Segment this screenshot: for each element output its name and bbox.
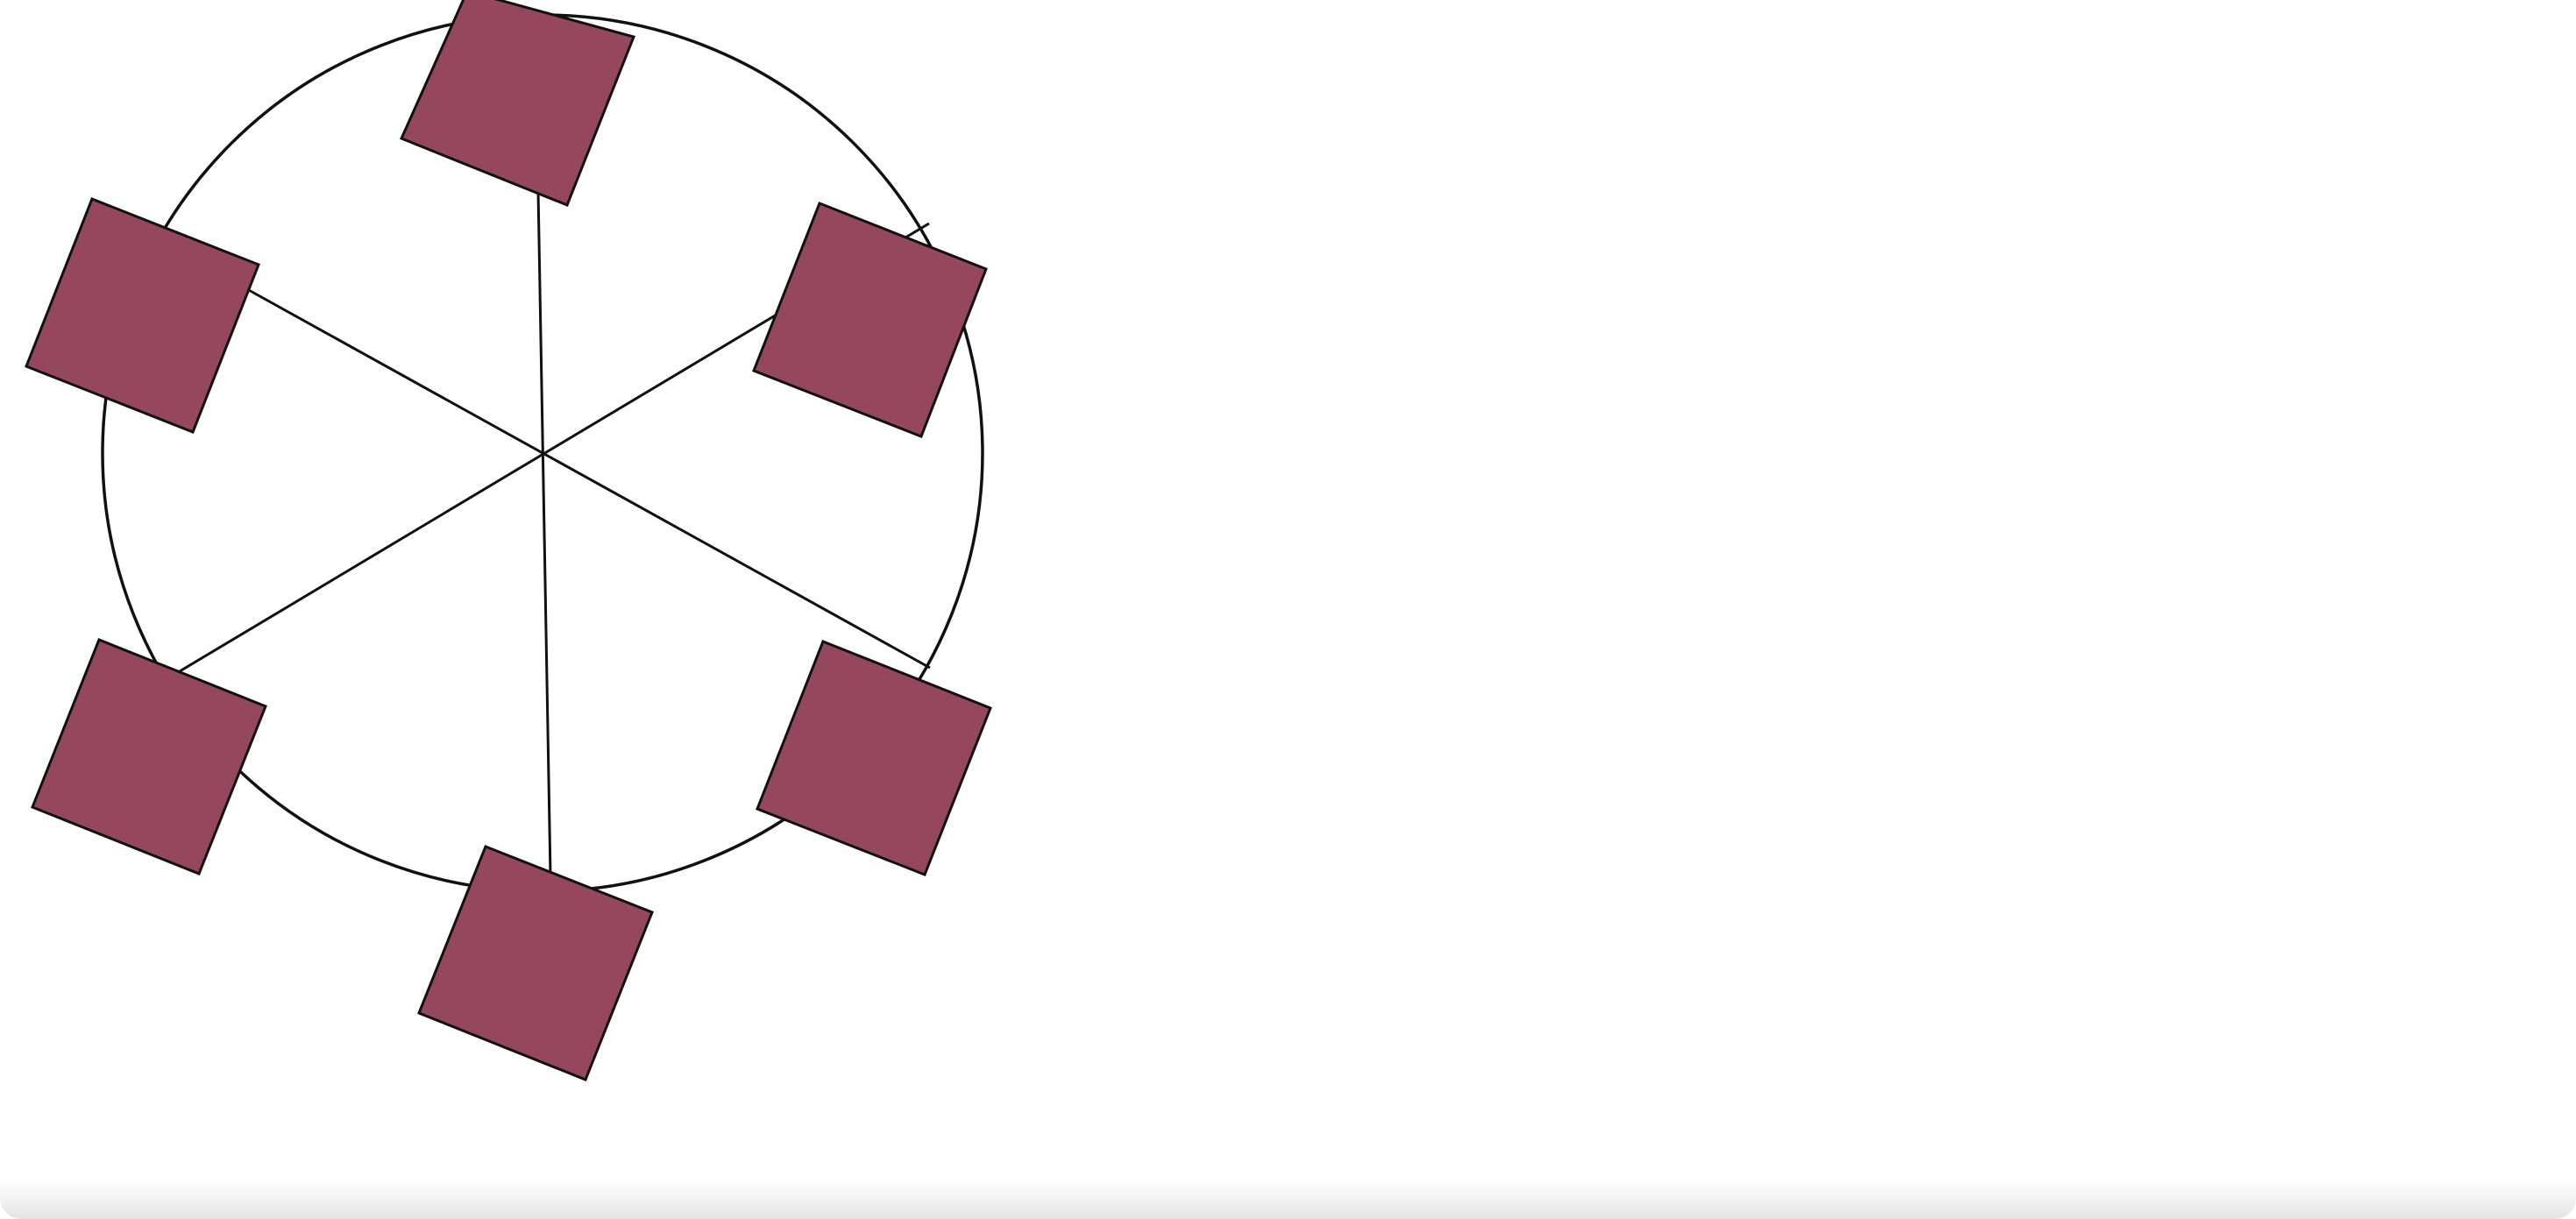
spoke-falling: [246, 287, 931, 670]
gondola-bottom[interactable]: [417, 845, 654, 1081]
gondola-lower-right[interactable]: [756, 640, 992, 876]
gondolas: [25, 0, 992, 1081]
spoke-vertical: [536, 190, 552, 877]
gondola-top[interactable]: [399, 0, 636, 207]
gondola-upper-left[interactable]: [25, 197, 260, 434]
gondola-lower-left[interactable]: [31, 638, 267, 875]
gondola-upper-right[interactable]: [752, 202, 988, 438]
